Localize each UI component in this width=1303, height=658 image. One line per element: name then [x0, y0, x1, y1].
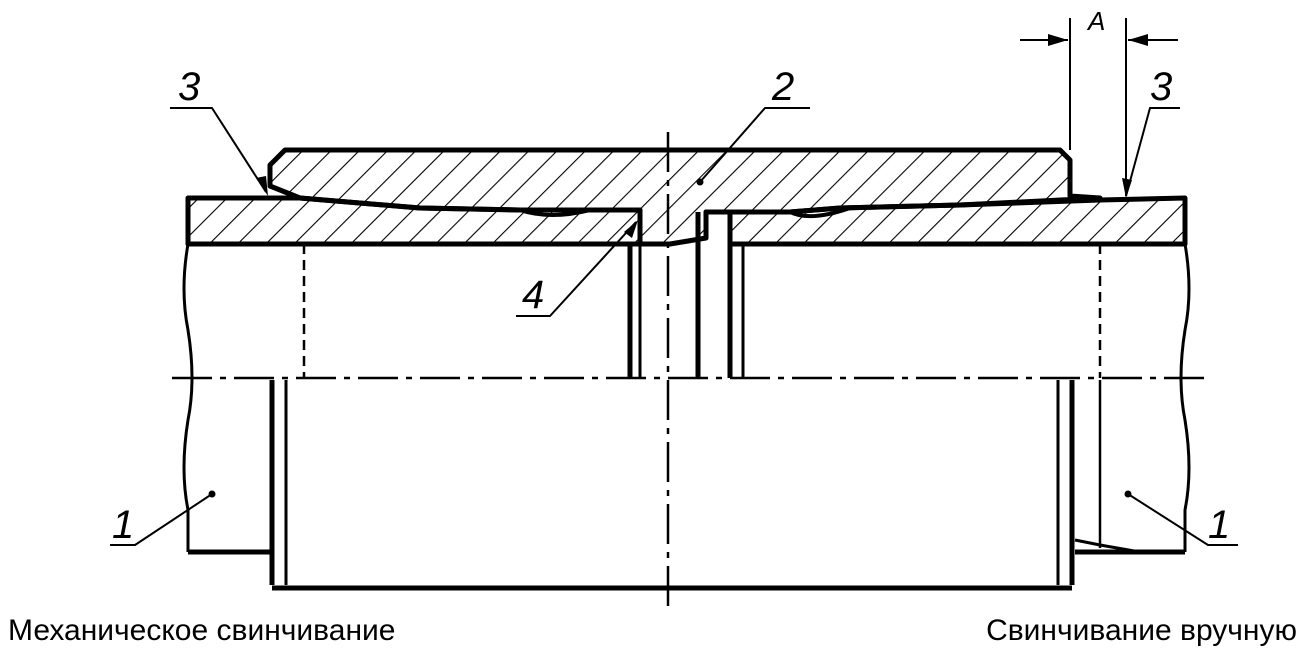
- leader-label-2: [699, 107, 810, 183]
- label-3-left: 3: [178, 65, 200, 109]
- coupling-section: [267, 147, 1103, 247]
- label-4: 4: [522, 273, 544, 317]
- caption-hand-make-up: Свинчивание вручную: [986, 614, 1297, 647]
- label-2: 2: [771, 65, 794, 109]
- leader-label-1-right: [1127, 493, 1238, 546]
- right-pipe-break-line: [1179, 243, 1191, 552]
- dimension-a-label: A: [1086, 6, 1105, 36]
- leader-label-3-right: [1125, 107, 1180, 197]
- leader-1-right-dot: [1124, 490, 1132, 498]
- dimension-a-arrow-right: [1128, 34, 1148, 46]
- leader-1-left-dot: [208, 490, 216, 498]
- label-1-right: 1: [1208, 503, 1230, 547]
- left-thread-run-out: [519, 208, 591, 217]
- label-3-right: 3: [1150, 65, 1172, 109]
- leader-3-right-arrow: [1122, 178, 1132, 198]
- leader-4-arrow: [624, 220, 638, 238]
- leader-2-dot: [696, 178, 704, 186]
- caption-mechanical-make-up: Механическое свинчивание: [8, 614, 396, 647]
- dimension-a-arrow-left: [1048, 34, 1068, 46]
- left-pipe-break-line: [182, 243, 194, 552]
- leader-label-4: [516, 221, 637, 317]
- label-1-left: 1: [112, 503, 134, 547]
- leader-3-left-arrow: [256, 176, 268, 196]
- leader-label-1-left: [110, 493, 213, 546]
- leader-label-3-left: [170, 107, 267, 193]
- right-thread-run-out: [789, 206, 851, 219]
